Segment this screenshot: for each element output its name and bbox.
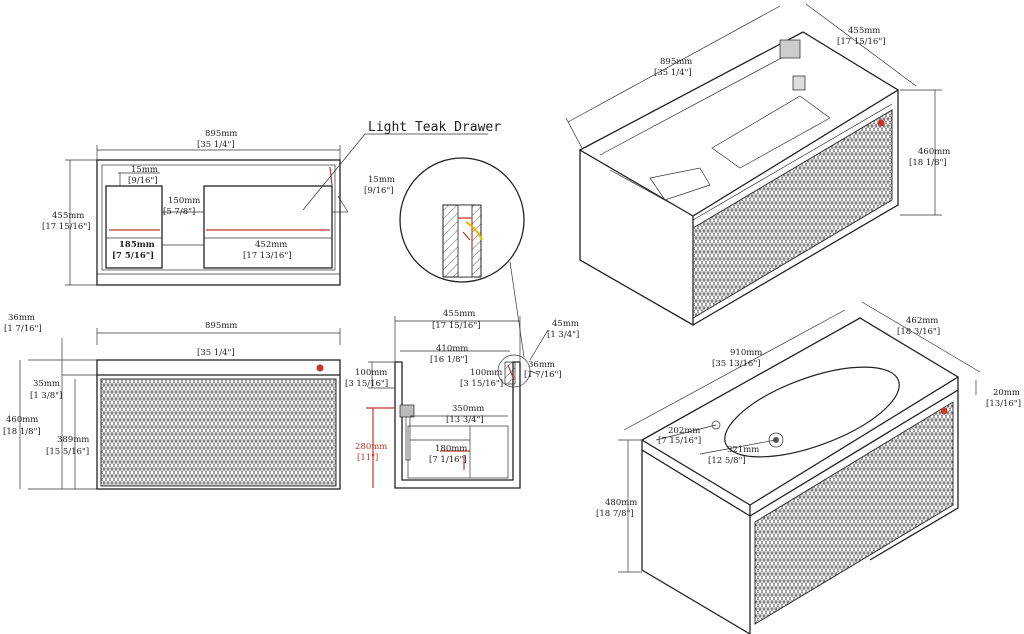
detail-callout	[399, 157, 525, 358]
side-left-in: [3 15/16"]	[345, 379, 388, 389]
top-large-drawer-in: [17 13/16"]	[243, 251, 292, 261]
iso-basin-top-in: [13/16"]	[986, 399, 1021, 409]
top-small-drawer	[105, 185, 163, 269]
iso-basin-cabinet: 910mm [35 13/16"] 462mm [18 3/16"] 20mm …	[596, 301, 1021, 634]
side-height-in: [11"]	[357, 453, 378, 463]
side-slot-in: [7 1/16"]	[429, 455, 467, 465]
front-width-mm: 895mm	[205, 321, 237, 331]
iso-basin-tap-mm: 202mm	[668, 426, 700, 436]
front-band-in: [1 3/8"]	[30, 391, 62, 401]
top-small-drawer-in: [7 5/16"]	[112, 251, 154, 261]
top-height-in: [17 15/16"]	[42, 222, 91, 232]
top-small-drawer-mm: 185mm	[119, 240, 155, 250]
side-bracket	[399, 404, 415, 418]
side-right-in: [3 15/16"]	[460, 379, 503, 389]
top-right-inset-in: [9/16"]	[364, 186, 394, 196]
top-width-mm: 895mm	[205, 129, 237, 139]
front-handle-dot	[316, 364, 324, 372]
side-depth-mm: 455mm	[443, 309, 475, 319]
iso-open-depth-mm: 455mm	[848, 26, 880, 36]
front-top-mm: 36mm	[8, 313, 35, 323]
side-right-mm: 100mm	[470, 368, 502, 378]
side-small-mm: 36mm	[528, 360, 555, 370]
top-width-in: [35 1/4"]	[197, 140, 235, 150]
iso-basin-tap-in: [7 15/16"]	[658, 436, 701, 446]
front-view: 895mm [35 1/4"] 36mm [1 7/16"] 35mm [1 3…	[3, 313, 341, 490]
top-view: 895mm [35 1/4"] 455mm [17 15/16"] 15mm […	[42, 120, 501, 286]
side-inner-mm: 410mm	[436, 344, 468, 354]
iso-basin-drawer-front	[754, 401, 954, 625]
side-inner-in: [16 1/8"]	[430, 355, 468, 365]
side-slot-mm: 180mm	[435, 444, 467, 454]
side-rail-in: [1 3/4"]	[547, 330, 579, 340]
iso-open-width-in: [35 1/4"]	[654, 68, 692, 78]
front-body	[96, 359, 341, 490]
side-bottom-in: [13 3/4"]	[446, 415, 484, 425]
top-large-drawer-mm: 452mm	[255, 240, 287, 250]
detail-circle	[399, 157, 525, 283]
iso-basin-width-in: [35 13/16"]	[712, 359, 761, 369]
side-section-view: 455mm [17 15/16"] 410mm [16 1/8"] 100mm …	[345, 309, 579, 489]
top-view-body	[96, 159, 341, 286]
iso-basin-drain-mm: 321mm	[727, 445, 759, 455]
front-top-in: [1 7/16"]	[4, 324, 42, 334]
side-left-mm: 100mm	[355, 368, 387, 378]
iso-basin-width-mm: 910mm	[730, 348, 762, 358]
iso-basin-drain-in: [12 5/8"]	[708, 456, 746, 466]
front-drawer-pattern	[100, 378, 337, 487]
top-divider-in: [5 7/8"]	[163, 207, 195, 217]
side-bottom-mm: 350mm	[452, 404, 484, 414]
iso-basin-height-in: [18 7/8"]	[596, 509, 634, 519]
side-height-mm: 280mm	[355, 442, 387, 452]
top-height-mm: 455mm	[52, 211, 84, 221]
iso-basin-depth-mm: 462mm	[906, 316, 938, 326]
front-drawer-in: [15 5/16"]	[46, 447, 89, 457]
front-band-mm: 35mm	[33, 379, 60, 389]
iso-open-cabinet: 895mm [35 1/4"] 455mm [17 15/16"] 460mm …	[565, 3, 950, 327]
top-right-inset-mm: 15mm	[368, 175, 395, 185]
iso-basin-top-mm: 20mm	[993, 388, 1020, 398]
side-rail-mm: 45mm	[552, 319, 579, 329]
basin-bowl	[724, 366, 900, 458]
top-left-inset-mm: 15mm	[131, 165, 158, 175]
iso-basin-depth-in: [18 3/16"]	[897, 327, 940, 337]
iso-open-drawer-front	[692, 109, 893, 319]
top-divider-mm: 150mm	[168, 196, 200, 206]
top-left-inset-in: [9/16"]	[128, 176, 158, 186]
front-width-in: [35 1/4"]	[197, 348, 235, 358]
side-depth-in: [17 15/16"]	[432, 321, 481, 331]
iso-open-width-mm: 895mm	[660, 57, 692, 67]
drawing-title: Light Teak Drawer	[368, 120, 501, 135]
front-height-mm: 460mm	[6, 415, 38, 425]
iso-basin-height-mm: 480mm	[605, 498, 637, 508]
front-height-in: [18 1/8"]	[3, 427, 41, 437]
front-drawer-mm: 389mm	[57, 435, 89, 445]
top-large-drawer	[203, 185, 333, 269]
side-small-in: [1 7/16"]	[524, 370, 562, 380]
iso-open-height-mm: 460mm	[918, 147, 950, 157]
iso-open-height-in: [18 1/8"]	[909, 158, 947, 168]
iso-open-depth-in: [17 15/16"]	[837, 37, 886, 47]
